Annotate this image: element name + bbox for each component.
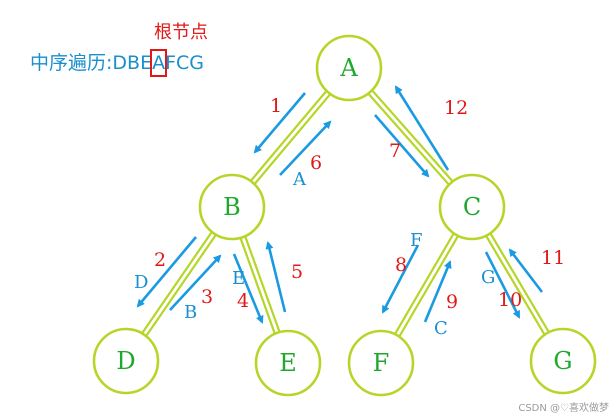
traversal-arrow-step-9: [423, 260, 452, 323]
inorder-traversal-text: 中序遍历:DBEAFCG: [30, 48, 204, 75]
node-label-D: D: [116, 347, 135, 375]
tree-edge-B-D-b: [145, 234, 217, 337]
step-number-1: 1: [270, 95, 282, 117]
step-number-10: 10: [498, 289, 522, 311]
tree-edge-A-B-a: [249, 90, 328, 182]
tree-node-A: A: [315, 34, 383, 102]
node-circle-B: [198, 173, 266, 241]
node-label-F: F: [373, 349, 390, 377]
step-number-8: 8: [395, 254, 407, 276]
root-node-label: 根节点: [154, 22, 208, 43]
tree-edge-A-B-b: [253, 93, 332, 185]
node-circle-G: [529, 327, 597, 395]
traversal-arrow-step-11: [508, 248, 544, 293]
node-circle-D: [92, 327, 160, 395]
tree-edge-C-F-b: [398, 235, 459, 338]
traversal-arrow-step-1: [253, 92, 306, 154]
tree-edge-C-F-a: [394, 232, 455, 335]
tree-node-E: E: [254, 329, 322, 397]
tree-edge-A-C-a: [367, 92, 450, 186]
tree-edge-C-G-a: [485, 235, 546, 336]
tree-node-F: F: [347, 329, 415, 397]
step-number-4: 4: [237, 290, 249, 312]
node-circle-A: [315, 34, 383, 102]
node-label-A: A: [339, 54, 358, 82]
node-label-G: G: [553, 347, 572, 375]
tree-node-C: C: [438, 173, 506, 241]
arrow-label-step-9: C: [434, 318, 448, 339]
node-label-C: C: [463, 193, 481, 221]
traversal-arrow-step-12: [394, 85, 450, 171]
watermark: CSDN @♡喜欢做梦: [518, 403, 609, 414]
arrow-label-step-2: D: [134, 272, 148, 293]
step-number-6: 6: [310, 152, 322, 174]
traversal-arrow-step-7: [374, 114, 430, 178]
step-number-11: 11: [541, 247, 565, 269]
tree-edge-A-C-b: [371, 89, 454, 183]
arrow-label-step-4: E: [232, 268, 245, 289]
inorder-root-highlight: A: [152, 52, 166, 74]
step-number-7: 7: [389, 140, 401, 162]
tree-edge-B-E-b: [244, 235, 281, 333]
traversal-arrow-step-3: [169, 254, 222, 311]
traversal-arrow-step-5: [265, 241, 287, 313]
tree-node-G: G: [529, 327, 597, 395]
step-number-12: 12: [444, 97, 468, 119]
node-label-E: E: [279, 349, 297, 377]
arrow-label-step-6: A: [292, 169, 307, 190]
step-number-9: 9: [446, 291, 458, 313]
step-number-3: 3: [201, 286, 213, 308]
node-circle-C: [438, 173, 506, 241]
node-label-B: B: [223, 193, 241, 221]
arrow-label-step-3: B: [184, 302, 197, 323]
traversal-arrow-step-8: [381, 244, 420, 314]
step-number-5: 5: [291, 261, 303, 283]
traversal-arrow-step-4: [232, 253, 264, 324]
inorder-suffix: FCG: [165, 52, 204, 74]
node-circle-F: [347, 329, 415, 397]
tree-edge-C-G-b: [489, 232, 550, 333]
tree-node-D: D: [92, 327, 160, 395]
step-number-2: 2: [154, 249, 166, 271]
traversal-arrow-step-2: [136, 236, 197, 308]
traversal-arrow-step-6: [279, 120, 332, 176]
arrow-label-step-10: G: [481, 267, 495, 288]
node-circle-E: [254, 329, 322, 397]
tree-edge-B-E-a: [239, 237, 276, 335]
arrow-label-step-8: F: [410, 230, 423, 251]
tree-node-B: B: [198, 173, 266, 241]
tree-edge-B-D-a: [141, 231, 213, 334]
inorder-prefix: 中序遍历:DBE: [30, 52, 153, 74]
traversal-arrow-step-10: [484, 251, 521, 319]
